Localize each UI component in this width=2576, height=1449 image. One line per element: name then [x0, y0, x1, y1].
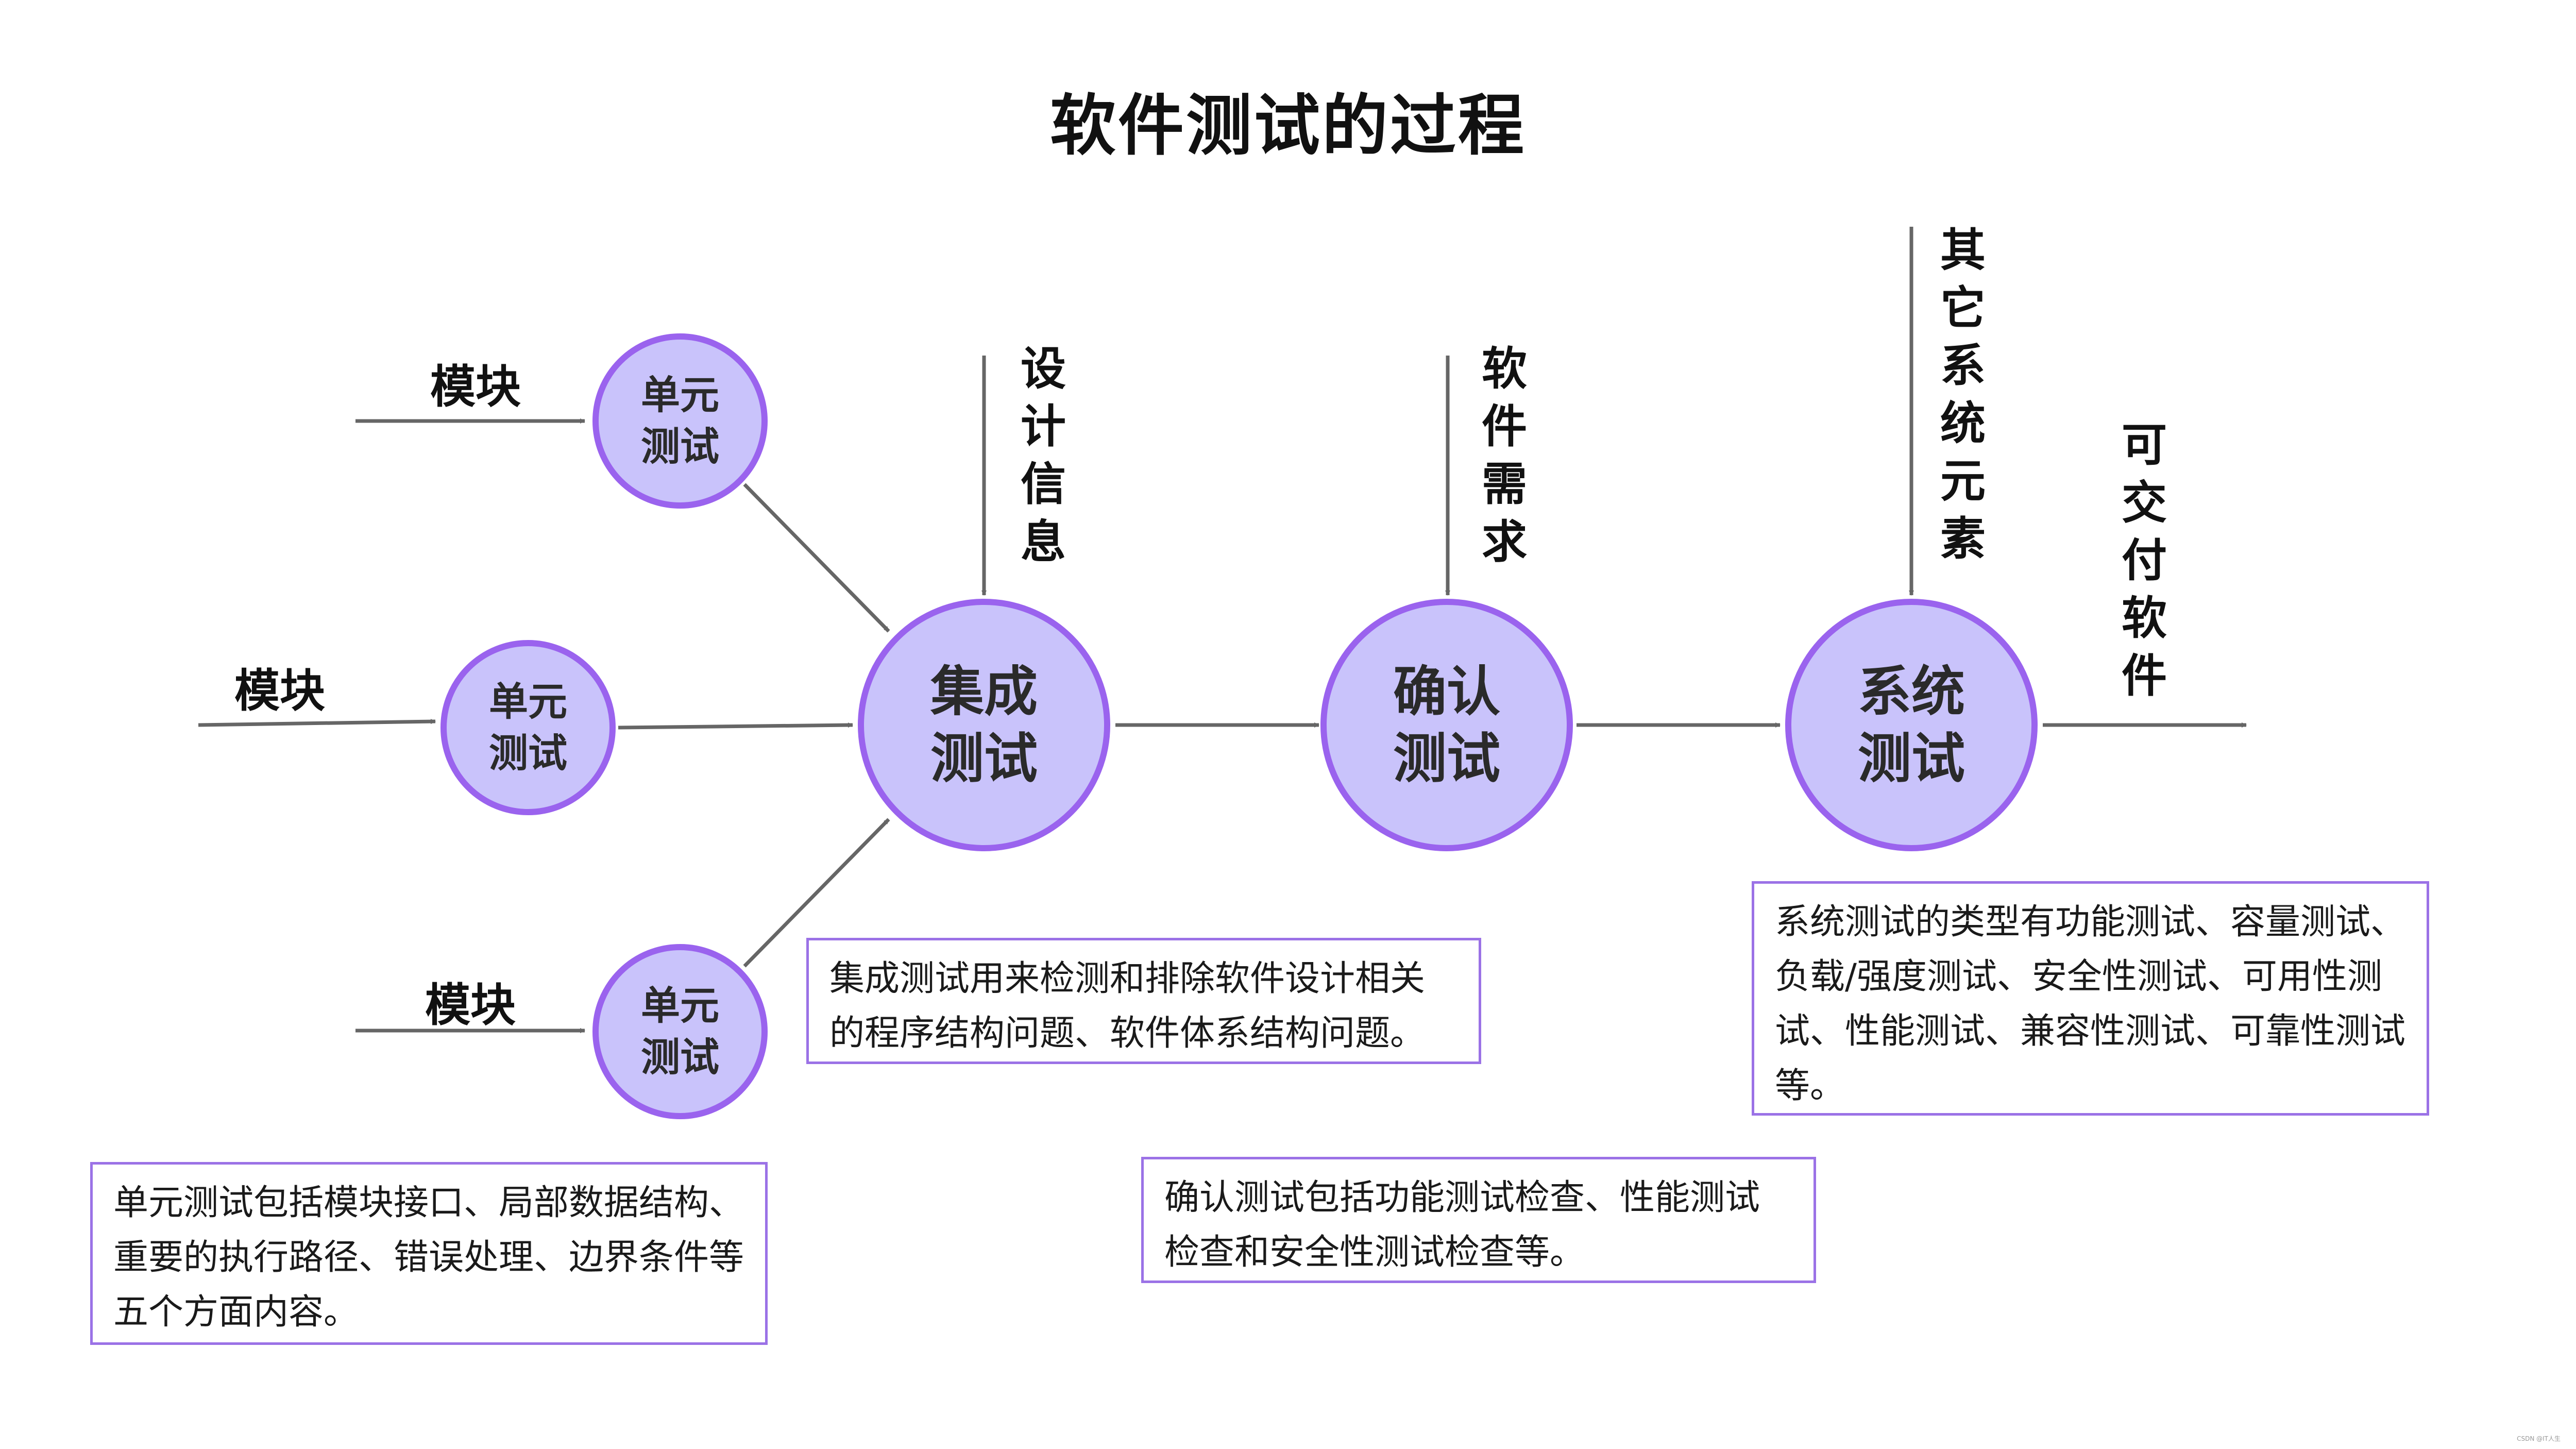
- note-validation-test: 确认测试包括功能测试检查、性能测试检查和安全性测试检查等。: [1141, 1157, 1816, 1283]
- arrow-unit-top-to-integration: [743, 483, 890, 633]
- node-system-test: 系统测试: [1785, 599, 2038, 851]
- node-unit-test-bottom: 单元测试: [592, 944, 768, 1119]
- arrow-unit-mid-to-integration: [618, 722, 853, 730]
- arrow-module-mid-to-unit: [198, 719, 436, 727]
- diagram-title: 软件测试的过程: [1049, 88, 1526, 164]
- label-design-info: 设计信息: [1020, 342, 1066, 568]
- node-unit-test-mid-label: 单元测试: [489, 679, 567, 776]
- input-module-mid: 模块: [234, 664, 326, 717]
- node-integration-test: 集成测试: [858, 599, 1110, 851]
- node-integration-test-label: 集成测试: [930, 660, 1038, 790]
- label-other-system-elements: 其它系统元素: [1940, 224, 1986, 565]
- watermark: CSDN @IT人生: [2517, 1435, 2561, 1442]
- node-validation-test-label: 确认测试: [1393, 660, 1500, 790]
- arrow-unit-bottom-to-integration: [743, 818, 890, 968]
- label-software-requirements: 软件需求: [1481, 342, 1527, 568]
- label-deliverable-software: 可交付软件: [2121, 418, 2167, 702]
- note-unit-test: 单元测试包括模块接口、局部数据结构、重要的执行路径、错误处理、边界条件等五个方面…: [90, 1162, 768, 1345]
- node-unit-test-top-label: 单元测试: [641, 372, 719, 469]
- note-system-test: 系统测试的类型有功能测试、容量测试、负载/强度测试、安全性测试、可用性测试、性能…: [1752, 881, 2429, 1116]
- node-unit-test-bottom-label: 单元测试: [641, 983, 719, 1080]
- note-integration-test: 集成测试用来检测和排除软件设计相关的程序结构问题、软件体系结构问题。: [806, 938, 1481, 1064]
- node-system-test-label: 系统测试: [1857, 660, 1965, 790]
- input-module-bottom: 模块: [425, 979, 516, 1032]
- node-unit-test-mid: 单元测试: [440, 640, 616, 815]
- node-unit-test-top: 单元测试: [592, 333, 768, 509]
- node-validation-test: 确认测试: [1320, 599, 1573, 851]
- input-module-top: 模块: [430, 360, 521, 413]
